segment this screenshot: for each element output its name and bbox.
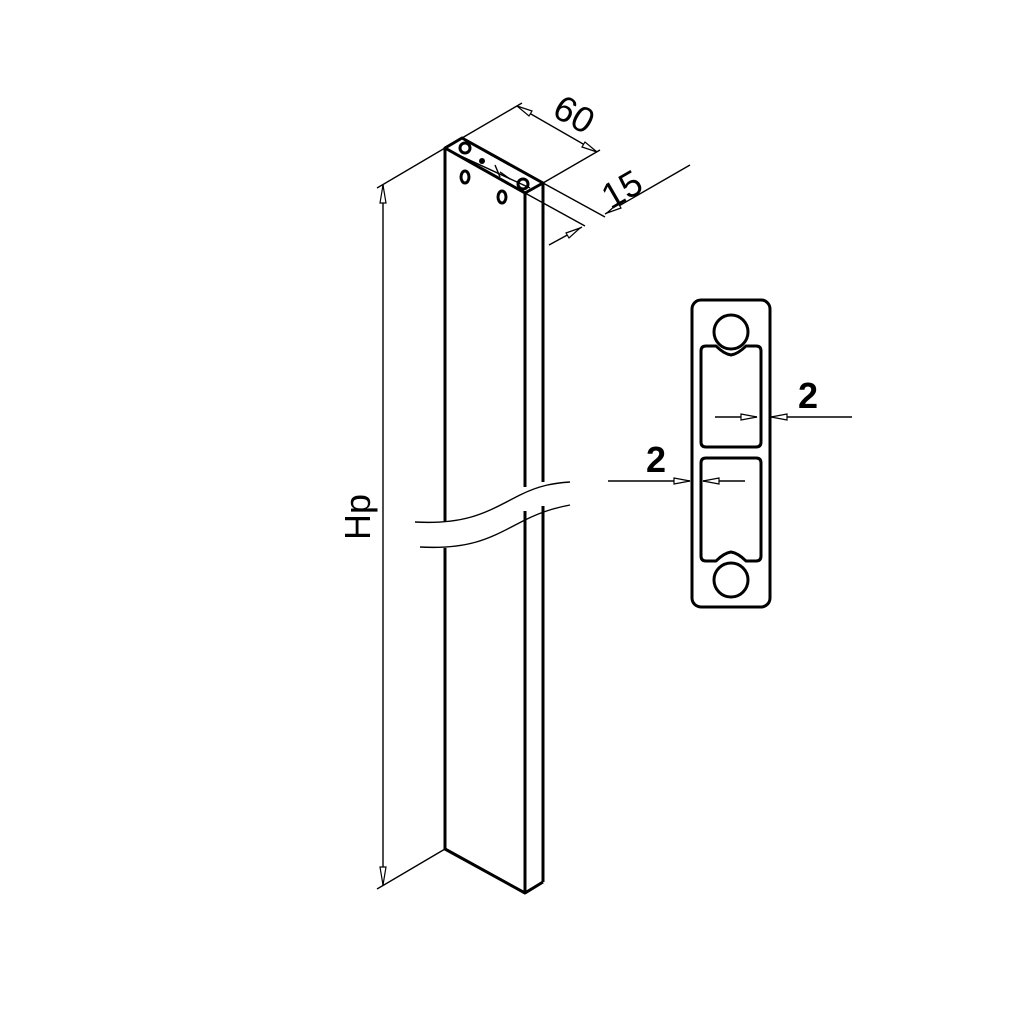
post-isometric [414, 136, 571, 895]
side-hole-icon [496, 189, 508, 205]
height-label: Hp [337, 494, 378, 540]
width-label: 60 [547, 86, 602, 142]
inner-wall-dimension: 2 [608, 439, 745, 485]
depth-dimension: 15 [524, 161, 691, 246]
screw-channel-top [712, 313, 750, 351]
top-hole-icon [458, 141, 472, 155]
outer-wall-dimension: 2 [715, 375, 852, 421]
break-line [414, 481, 571, 524]
height-dimension: Hp [337, 147, 446, 890]
lower-chamber [699, 456, 763, 563]
wall-thickness-label: 2 [646, 439, 666, 480]
screw-channel-bottom [712, 561, 750, 599]
depth-label: 15 [594, 161, 649, 217]
upper-chamber [699, 344, 763, 449]
break-line [419, 504, 571, 549]
profile-outline [690, 298, 772, 609]
cross-section [690, 298, 772, 609]
top-hole-icon [516, 177, 530, 191]
side-hole-icon [459, 169, 471, 185]
wall-thickness-label: 2 [798, 375, 818, 416]
